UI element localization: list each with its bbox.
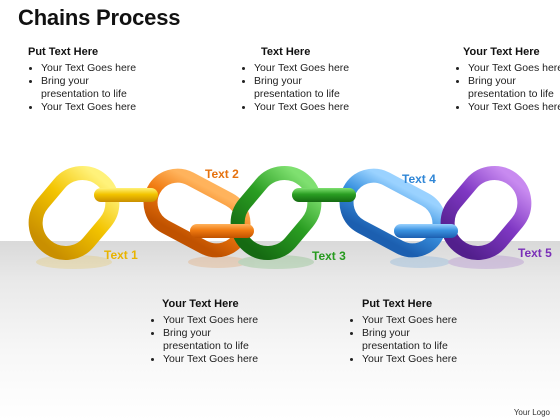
block-heading: Put Text Here bbox=[362, 298, 433, 310]
block-heading: Text Here bbox=[261, 46, 311, 58]
block-bullet: Your Text Goes here bbox=[254, 62, 361, 75]
block-heading: Your Text Here bbox=[162, 298, 239, 310]
link-label-3: Text 3 bbox=[312, 249, 346, 263]
block-bullet: Your Text Goes here bbox=[163, 314, 270, 327]
block-bullet: Your Text Goes here bbox=[362, 353, 469, 366]
chain-link-5 bbox=[440, 166, 532, 260]
logo-placeholder: Your Logo bbox=[513, 408, 550, 417]
link-label-2: Text 2 bbox=[205, 167, 239, 181]
link-label-1: Text 1 bbox=[104, 248, 138, 262]
chain-link-3 bbox=[230, 166, 322, 260]
block-bullet: Your Text Goes here bbox=[41, 101, 148, 114]
link-label-4: Text 4 bbox=[402, 172, 436, 186]
block-bullet: Your Text Goes here bbox=[362, 314, 469, 327]
block-bullet: Your Text Goes here bbox=[41, 62, 148, 75]
text-block-1: Put Text Here Your Text Goes here Bring … bbox=[28, 46, 148, 114]
text-block-4: Your Text Here Your Text Goes here Bring… bbox=[150, 298, 270, 366]
floor-shade bbox=[0, 241, 560, 420]
block-bullet: Your Text Goes here bbox=[163, 353, 270, 366]
block-bullet: Your Text Goes here bbox=[468, 62, 560, 75]
page-title: Chains Process bbox=[18, 5, 181, 30]
text-block-5: Put Text Here Your Text Goes here Bring … bbox=[349, 298, 469, 366]
block-bullet: Your Text Goes here bbox=[254, 101, 361, 114]
link-connector-2 bbox=[190, 224, 254, 238]
text-block-2: Text Here Your Text Goes here Bring your… bbox=[241, 46, 361, 114]
link-connector-1 bbox=[94, 188, 158, 202]
block-bullet: Bring your presentation to life bbox=[163, 327, 270, 353]
block-bullet: Bring your presentation to life bbox=[468, 75, 560, 101]
link-connector-3 bbox=[292, 188, 356, 202]
block-bullet: Your Text Goes here bbox=[468, 101, 560, 114]
block-bullet: Bring your presentation to life bbox=[254, 75, 361, 101]
text-block-3: Your Text Here Your Text Goes here Bring… bbox=[455, 46, 560, 114]
block-heading: Put Text Here bbox=[28, 46, 99, 58]
block-bullet: Bring your presentation to life bbox=[41, 75, 148, 101]
chain-link-1 bbox=[28, 166, 120, 260]
link-connector-4 bbox=[394, 224, 458, 238]
block-bullet: Bring your presentation to life bbox=[362, 327, 469, 353]
link-label-5: Text 5 bbox=[518, 246, 552, 260]
block-heading: Your Text Here bbox=[463, 46, 540, 58]
